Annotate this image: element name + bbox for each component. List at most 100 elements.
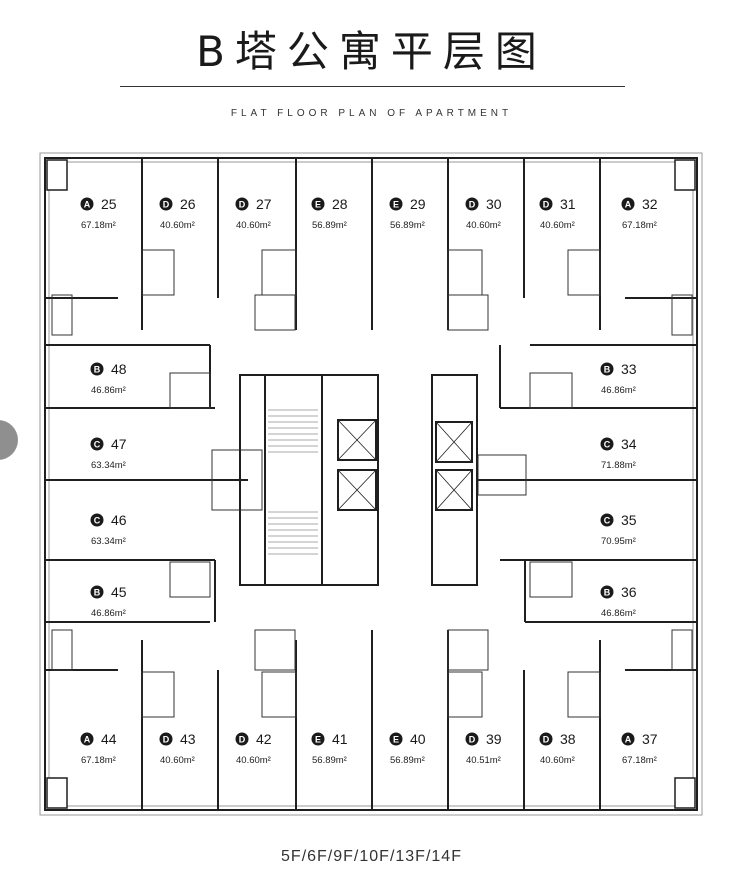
unit-type-badge — [389, 197, 403, 211]
unit-type-letter: D — [543, 735, 550, 745]
unit-type-letter: E — [315, 200, 321, 210]
unit-number: 30 — [486, 196, 502, 212]
unit-type-badge — [600, 437, 614, 451]
unit-number: 27 — [256, 196, 272, 212]
unit-type-letter: E — [393, 735, 399, 745]
unit-type-badge — [311, 197, 325, 211]
unit-number: 32 — [642, 196, 658, 212]
unit-type-badge — [311, 732, 325, 746]
unit-type-badge — [90, 585, 104, 599]
unit-type-letter: B — [94, 365, 101, 375]
unit-type-badge — [600, 513, 614, 527]
unit-number: 44 — [101, 731, 117, 747]
unit-number: 43 — [180, 731, 196, 747]
unit-number: 28 — [332, 196, 348, 212]
unit-type-letter: E — [393, 200, 399, 210]
unit-number: 33 — [621, 361, 637, 377]
side-drawer-handle[interactable] — [0, 420, 18, 460]
unit-type-badge — [235, 732, 249, 746]
unit-type-badge — [159, 197, 173, 211]
unit-46: C 46 63.34m² — [90, 512, 127, 547]
unit-area: 63.34m² — [91, 536, 126, 547]
unit-area: 40.60m² — [236, 220, 271, 231]
unit-type-letter: D — [163, 735, 170, 745]
unit-type-badge — [90, 362, 104, 376]
unit-type-letter: E — [315, 735, 321, 745]
unit-type-badge — [600, 362, 614, 376]
core-right — [431, 374, 478, 586]
unit-type-letter: A — [625, 200, 632, 210]
unit-type-badge — [539, 197, 553, 211]
unit-area: 67.18m² — [81, 755, 116, 766]
unit-area: 46.86m² — [601, 385, 636, 396]
unit-43: D 43 40.60m² — [159, 731, 196, 766]
unit-type-letter: C — [94, 440, 101, 450]
title-divider — [120, 86, 625, 87]
floor-list: 5F/6F/9F/10F/13F/14F — [281, 848, 462, 865]
unit-type-letter: C — [94, 516, 101, 526]
top-bathrooms — [51, 249, 693, 336]
unit-area: 40.60m² — [160, 755, 195, 766]
unit-area: 67.18m² — [622, 755, 657, 766]
unit-area: 40.51m² — [466, 755, 501, 766]
bottom-row-walls — [45, 630, 697, 810]
unit-area: 40.60m² — [540, 755, 575, 766]
bottom-bathrooms — [51, 629, 693, 718]
left-wing-walls — [45, 345, 248, 623]
unit-area: 71.88m² — [601, 460, 636, 471]
unit-type-letter: D — [469, 200, 476, 210]
unit-type-badge — [621, 197, 635, 211]
unit-number: 37 — [642, 731, 658, 747]
unit-area: 67.18m² — [81, 220, 116, 231]
unit-area: 56.89m² — [312, 755, 347, 766]
window-strips — [48, 161, 694, 807]
unit-number: 45 — [111, 584, 127, 600]
unit-number: 34 — [621, 436, 637, 452]
unit-number: 46 — [111, 512, 127, 528]
unit-45: B 45 46.86m² — [90, 584, 127, 619]
unit-type-letter: B — [94, 588, 101, 598]
unit-type-badge — [80, 197, 94, 211]
unit-type-letter: C — [604, 516, 611, 526]
unit-30: D 30 40.60m² — [465, 196, 502, 231]
top-row-walls — [45, 158, 697, 346]
unit-type-badge — [621, 732, 635, 746]
unit-number: 39 — [486, 731, 502, 747]
unit-type-letter: D — [239, 200, 246, 210]
unit-type-letter: A — [84, 200, 91, 210]
unit-type-letter: A — [84, 735, 91, 745]
unit-area: 40.60m² — [466, 220, 501, 231]
unit-33: B 33 46.86m² — [600, 361, 637, 396]
core-left-stairs — [239, 374, 379, 586]
unit-type-badge — [80, 732, 94, 746]
unit-number: 36 — [621, 584, 637, 600]
unit-type-badge — [465, 732, 479, 746]
unit-area: 46.86m² — [91, 608, 126, 619]
unit-number: 47 — [111, 436, 127, 452]
unit-number: 42 — [256, 731, 272, 747]
unit-area: 40.60m² — [236, 755, 271, 766]
unit-area: 56.89m² — [390, 220, 425, 231]
unit-area: 46.86m² — [601, 608, 636, 619]
corner-balconies — [46, 159, 696, 809]
unit-type-letter: B — [604, 365, 611, 375]
unit-type-badge — [465, 197, 479, 211]
unit-type-badge — [600, 585, 614, 599]
unit-area: 40.60m² — [540, 220, 575, 231]
unit-type-badge — [235, 197, 249, 211]
